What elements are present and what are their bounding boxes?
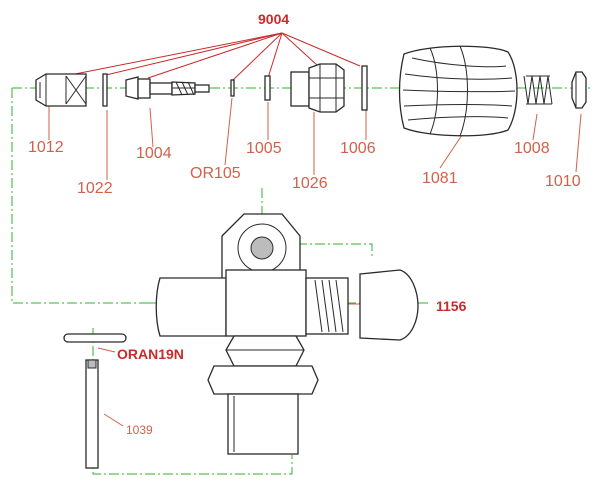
label-1022: 1022 — [77, 180, 113, 197]
valve-body — [155, 213, 419, 455]
part-1006-washer — [361, 65, 368, 111]
label-1012: 1012 — [28, 139, 64, 156]
label-1156: 1156 — [436, 298, 467, 314]
label-1006: 1006 — [340, 140, 376, 157]
label-1039: 1039 — [126, 423, 153, 437]
label-1010: 1010 — [545, 173, 581, 190]
oring-oran19n — [63, 333, 127, 343]
part-1005-washer — [264, 75, 271, 101]
part-1022-washer — [102, 73, 108, 107]
part-1010-retainer — [571, 71, 587, 109]
part-1008-spring — [523, 75, 553, 105]
label-1026: 1026 — [292, 175, 328, 192]
label-oran19n: ORAN19N — [117, 346, 184, 362]
part-or105-oring — [230, 79, 235, 97]
label-or105: OR105 — [190, 165, 241, 182]
part-1026-nut — [290, 63, 345, 113]
label-1008: 1008 — [514, 140, 550, 157]
label-1005: 1005 — [246, 140, 282, 157]
assembly-label: 9004 — [258, 11, 289, 27]
part-1004-spindle — [125, 76, 210, 100]
part-1039-tube — [85, 359, 99, 469]
assembly-leaders — [64, 32, 361, 81]
label-1004: 1004 — [136, 145, 172, 162]
part-1081-knob — [398, 45, 518, 137]
label-1081: 1081 — [422, 170, 458, 187]
part-1012-seat — [35, 73, 87, 107]
